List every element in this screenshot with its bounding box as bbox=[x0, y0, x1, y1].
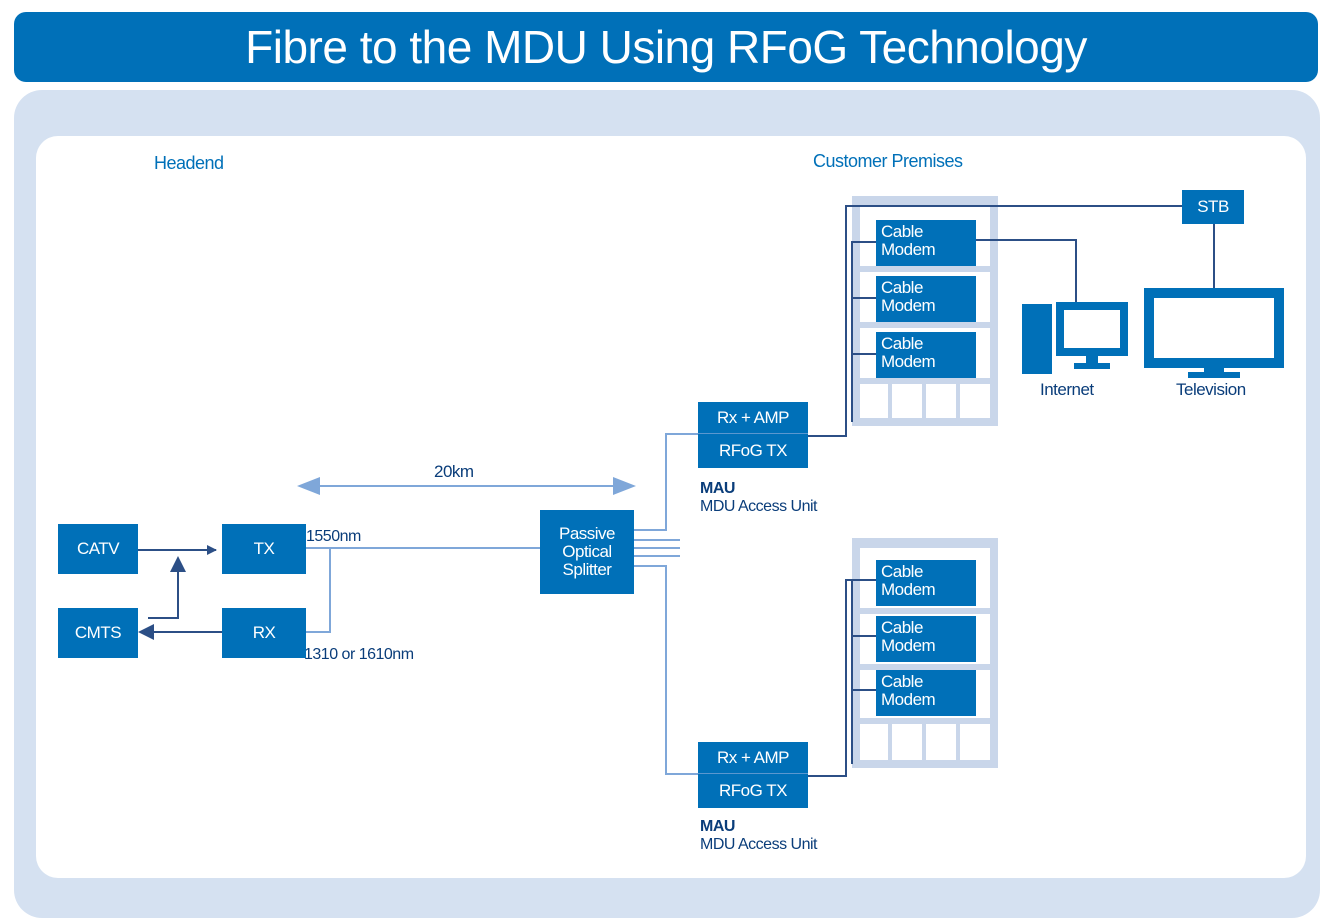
mau-divider-bottom bbox=[698, 773, 808, 774]
customer-premises-label: Customer Premises bbox=[813, 151, 963, 171]
mau-subtitle-bottom: MDU Access Unit bbox=[700, 836, 817, 853]
mau-title-bottom: MAU bbox=[700, 818, 735, 835]
cable-modem-top-2: Cable Modem bbox=[876, 276, 976, 322]
headend-label: Headend bbox=[154, 153, 224, 173]
television-icon bbox=[1144, 288, 1284, 378]
cable-modem-top-1: Cable Modem bbox=[876, 220, 976, 266]
rx-box: RX bbox=[222, 608, 306, 658]
cable-modem-bottom-2: Cable Modem bbox=[876, 616, 976, 662]
computer-icon bbox=[1022, 302, 1128, 374]
fibre-lines bbox=[306, 433, 698, 775]
building-wiring bbox=[808, 205, 1215, 777]
distance-label: 20km bbox=[434, 462, 474, 481]
cmts-box: CMTS bbox=[58, 608, 138, 658]
stb-box: STB bbox=[1182, 190, 1244, 224]
diagram-inner-panel bbox=[36, 136, 1306, 878]
title-banner: Fibre to the MDU Using RFoG Technology bbox=[14, 12, 1318, 82]
internet-label: Internet bbox=[1040, 380, 1094, 399]
rfog-tx-box-top: RFoG TX bbox=[698, 434, 808, 468]
mau-divider-top bbox=[698, 433, 808, 434]
rfog-tx-box-bottom: RFoG TX bbox=[698, 774, 808, 808]
headend-lines bbox=[138, 545, 222, 640]
mau-subtitle-top: MDU Access Unit bbox=[700, 498, 817, 515]
television-label: Television bbox=[1176, 380, 1246, 399]
cable-modem-bottom-3: Cable Modem bbox=[876, 670, 976, 716]
distance-arrow bbox=[297, 477, 636, 495]
wavelength-rx-label: 1310 or 1610nm bbox=[304, 646, 414, 663]
wavelength-tx-label: 1550nm bbox=[306, 528, 361, 545]
catv-box: CATV bbox=[58, 524, 138, 574]
mau-title-top: MAU bbox=[700, 480, 735, 497]
tx-box: TX bbox=[222, 524, 306, 574]
cable-modem-top-3: Cable Modem bbox=[876, 332, 976, 378]
diagram-title: Fibre to the MDU Using RFoG Technology bbox=[245, 21, 1087, 73]
cable-modem-bottom-1: Cable Modem bbox=[876, 560, 976, 606]
rx-amp-box-top: Rx + AMP bbox=[698, 402, 808, 434]
rx-amp-box-bottom: Rx + AMP bbox=[698, 742, 808, 774]
passive-optical-splitter-box: Passive Optical Splitter bbox=[540, 510, 634, 594]
